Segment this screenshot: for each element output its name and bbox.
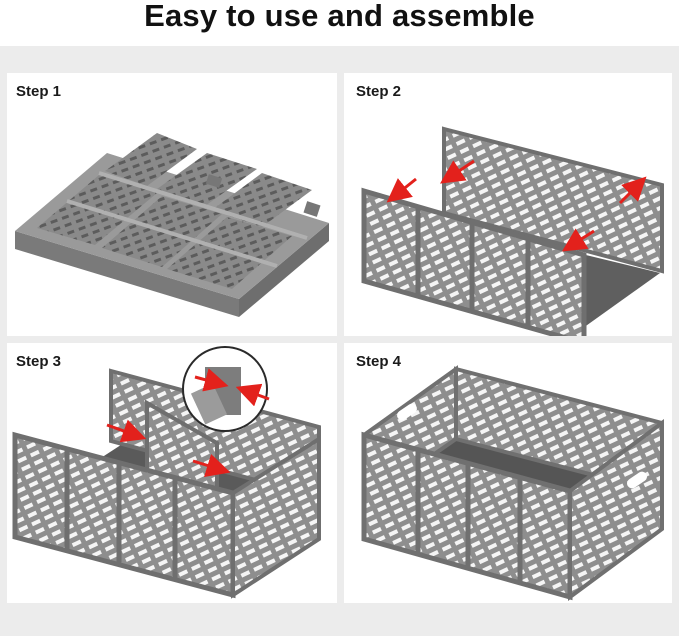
steps-grid: Step 1 [0,46,679,636]
step-1-label: Step 1 [16,83,62,100]
step-2-panel: Step 2 [344,73,672,336]
step-3-panel: Step 3 [7,343,337,603]
step-3-label: Step 3 [16,353,62,370]
folded-crate-image [15,133,329,317]
step-4-label: Step 4 [356,353,402,370]
step-2-label: Step 2 [356,83,402,100]
step-1-panel: Step 1 [7,73,337,336]
locking-crate-image [12,346,321,599]
page-title: Easy to use and assemble [144,0,535,33]
assembled-crate-image [361,365,664,601]
step-4-panel: Step 4 [344,343,672,603]
unfolding-crate-image [361,126,664,336]
